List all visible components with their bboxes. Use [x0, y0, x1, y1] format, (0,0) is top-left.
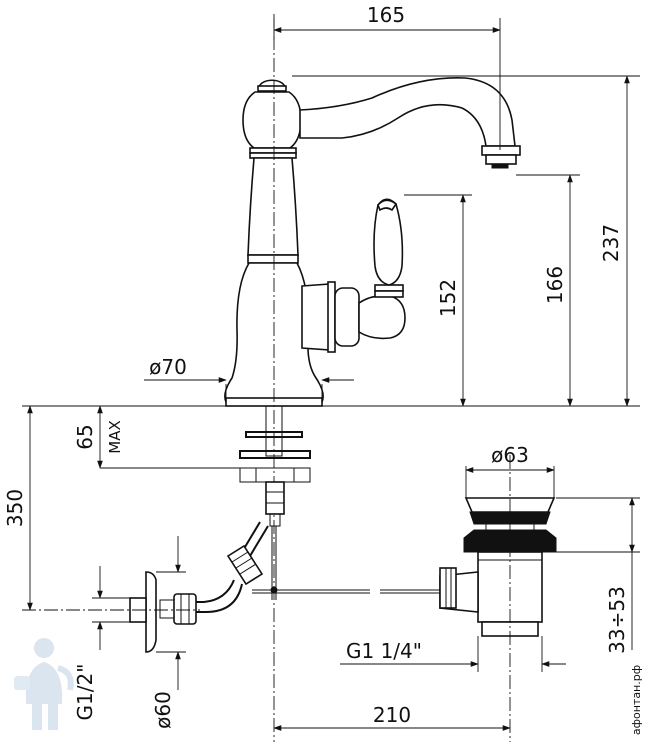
waste-valve: [439, 497, 557, 637]
dim-waste-thread: G1 1/4": [346, 639, 422, 663]
dim-base-diameter: ø70: [149, 355, 187, 379]
dimension-lines: [27, 18, 640, 731]
watermark-text: афонтан.рф: [630, 665, 643, 735]
dim-rosette-diameter: ø60: [151, 691, 175, 729]
dim-spout-height: 166: [543, 266, 567, 304]
dim-max-label: MAX: [106, 420, 124, 453]
faucet-body: [224, 77, 521, 407]
dim-waste-range: 33÷53: [605, 586, 629, 654]
dim-pull-rod: 350: [3, 489, 27, 527]
flex-hose: [129, 521, 269, 653]
mounting-assembly: [239, 405, 440, 600]
dim-connection-thread: G1/2": [73, 664, 97, 721]
dim-deck-thickness: 65: [73, 424, 97, 449]
dim-waste-diameter: ø63: [491, 443, 529, 467]
dim-waste-offset: 210: [373, 703, 411, 727]
dim-total-height: 237: [599, 224, 623, 262]
dim-spout-reach: 165: [367, 3, 405, 27]
dim-handle-height: 152: [436, 279, 460, 317]
plumber-mascot-logo: [14, 638, 74, 730]
